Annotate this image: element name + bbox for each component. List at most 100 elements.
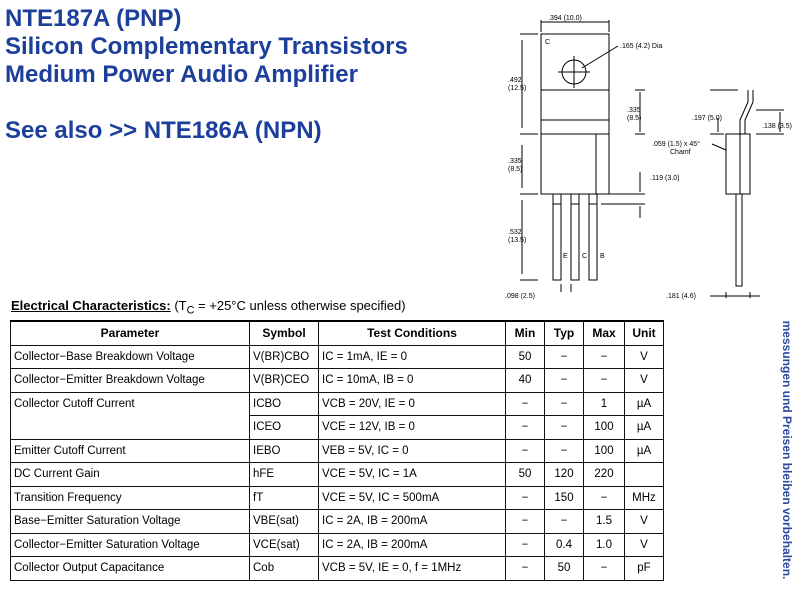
row-max: 1.5 bbox=[583, 509, 625, 534]
row-min: − bbox=[505, 438, 545, 463]
dim-hole: .165 (4.2) Dia bbox=[620, 43, 663, 50]
table-row: Emitter Cutoff Current IEBO VEB = 5V, IC… bbox=[10, 438, 664, 463]
dim-chamfer: .059 (1.5) x 45° bbox=[652, 140, 700, 148]
table-row: Collector Output Capacitance Cob VCB = 5… bbox=[10, 556, 664, 581]
row-parameter: Collector−Base Breakdown Voltage bbox=[10, 344, 250, 369]
pin-label-b: B bbox=[600, 253, 605, 260]
row-conditions: VCB = 5V, IE = 0, f = 1MHz bbox=[318, 556, 506, 581]
row-parameter: Collector−Emitter Saturation Voltage bbox=[10, 532, 250, 557]
col-max: Max bbox=[583, 320, 625, 346]
row-typ: 150 bbox=[544, 485, 584, 510]
row-symbol: V(BR)CBO bbox=[249, 344, 319, 369]
side-note-text: messungen und Preisen bleiben vorbehalte… bbox=[780, 320, 794, 580]
row-max: − bbox=[583, 556, 625, 581]
row-conditions: IC = 1mA, IE = 0 bbox=[318, 344, 506, 369]
row-symbol: VBE(sat) bbox=[249, 509, 319, 534]
dim-tab-height: .492 bbox=[508, 77, 522, 84]
row-parameter bbox=[10, 415, 250, 440]
row-conditions: VEB = 5V, IC = 0 bbox=[318, 438, 506, 463]
row-max: 1.0 bbox=[583, 532, 625, 557]
table-row: Collector−Emitter Saturation Voltage VCE… bbox=[10, 532, 664, 557]
row-symbol: IEBO bbox=[249, 438, 319, 463]
row-unit: µA bbox=[624, 438, 664, 463]
table-row: ICEO VCE = 12V, IB = 0 − − 100 µA bbox=[10, 415, 664, 440]
row-max: − bbox=[583, 368, 625, 393]
dim-body: .335 bbox=[508, 158, 522, 165]
row-min: − bbox=[505, 532, 545, 557]
row-typ: − bbox=[544, 344, 584, 369]
row-unit bbox=[624, 462, 664, 487]
part-title: NTE187A (PNP) bbox=[5, 5, 182, 32]
col-parameter: Parameter bbox=[10, 320, 250, 346]
dim-hole-offset-mm: (8.5) bbox=[627, 115, 641, 122]
col-symbol: Symbol bbox=[249, 320, 319, 346]
row-parameter: Collector Output Capacitance bbox=[10, 556, 250, 581]
row-min: − bbox=[505, 485, 545, 510]
dim-pitch: .098 (2.5) bbox=[505, 293, 535, 300]
row-max: 100 bbox=[583, 438, 625, 463]
side-note: messungen und Preisen bleiben vorbehalte… bbox=[776, 305, 798, 595]
pin-label-e: E bbox=[563, 253, 568, 260]
dim-chamfer-label: Chamf bbox=[670, 149, 691, 156]
col-unit: Unit bbox=[624, 320, 664, 346]
row-unit: V bbox=[624, 532, 664, 557]
row-typ: 0.4 bbox=[544, 532, 584, 557]
col-typ: Typ bbox=[544, 320, 584, 346]
col-min: Min bbox=[505, 320, 545, 346]
electrical-title-rest: = +25°C unless otherwise specified) bbox=[194, 298, 406, 313]
col-test-conditions: Test Conditions bbox=[318, 320, 506, 346]
row-min: 40 bbox=[505, 368, 545, 393]
electrical-title-sub: C bbox=[186, 304, 195, 317]
row-typ: 120 bbox=[544, 462, 584, 487]
dim-side-138: .138 (3.5) bbox=[762, 123, 792, 130]
row-symbol: fT bbox=[249, 485, 319, 510]
row-conditions: VCE = 12V, IB = 0 bbox=[318, 415, 506, 440]
row-symbol: VCE(sat) bbox=[249, 532, 319, 557]
row-max: − bbox=[583, 344, 625, 369]
row-unit: MHz bbox=[624, 485, 664, 510]
row-typ: − bbox=[544, 368, 584, 393]
row-max: 1 bbox=[583, 391, 625, 416]
row-unit: V bbox=[624, 509, 664, 534]
row-min: 50 bbox=[505, 344, 545, 369]
table-header-row: Parameter Symbol Test Conditions Min Typ… bbox=[10, 320, 664, 346]
row-unit: V bbox=[624, 344, 664, 369]
dim-width: .394 (10.0) bbox=[548, 15, 582, 22]
row-unit: V bbox=[624, 368, 664, 393]
row-min: − bbox=[505, 415, 545, 440]
row-conditions: IC = 2A, IB = 200mA bbox=[318, 532, 506, 557]
package-drawing: .394 (10.0) .165 (4.2) Dia .492 (12.5) .… bbox=[500, 0, 800, 300]
row-max: 220 bbox=[583, 462, 625, 487]
dim-leads-mm: (13.5) bbox=[508, 237, 526, 244]
row-conditions: IC = 10mA, IB = 0 bbox=[318, 368, 506, 393]
part-subtitle: Silicon Complementary Transistors bbox=[5, 33, 408, 60]
table-row: DC Current Gain hFE VCE = 5V, IC = 1A 50… bbox=[10, 462, 664, 487]
row-parameter: Transition Frequency bbox=[10, 485, 250, 510]
table-row: Base−Emitter Saturation Voltage VBE(sat)… bbox=[10, 509, 664, 534]
row-max: 100 bbox=[583, 415, 625, 440]
row-unit: pF bbox=[624, 556, 664, 581]
part-application: Medium Power Audio Amplifier bbox=[5, 61, 358, 88]
table-row: Collector−Base Breakdown Voltage V(BR)CB… bbox=[10, 344, 664, 369]
electrical-title-label: Electrical Characteristics: bbox=[11, 298, 171, 313]
dim-tab-height-mm: (12.5) bbox=[508, 85, 526, 92]
row-min: − bbox=[505, 556, 545, 581]
row-symbol: Cob bbox=[249, 556, 319, 581]
row-conditions: VCE = 5V, IC = 500mA bbox=[318, 485, 506, 510]
row-parameter: Emitter Cutoff Current bbox=[10, 438, 250, 463]
row-typ: − bbox=[544, 438, 584, 463]
row-parameter: Base−Emitter Saturation Voltage bbox=[10, 509, 250, 534]
see-also-link[interactable]: See also >> NTE186A (NPN) bbox=[5, 117, 322, 144]
dim-side-197: .197 (5.0) bbox=[692, 115, 722, 122]
row-typ: 50 bbox=[544, 556, 584, 581]
electrical-title-open: (T bbox=[174, 298, 187, 313]
row-min: − bbox=[505, 391, 545, 416]
headline: NTE187A (PNP) Silicon Complementary Tran… bbox=[5, 5, 408, 145]
dim-body-mm: (8.5) bbox=[508, 166, 522, 173]
dim-side-181: .181 (4.6) bbox=[666, 293, 696, 300]
row-typ: − bbox=[544, 391, 584, 416]
electrical-title: Electrical Characteristics: (TC = +25°C … bbox=[11, 298, 406, 317]
row-symbol: ICEO bbox=[249, 415, 319, 440]
dim-lead-spacing: .119 (3.0) bbox=[650, 175, 679, 182]
pin-label-tab-c: C bbox=[545, 39, 550, 46]
